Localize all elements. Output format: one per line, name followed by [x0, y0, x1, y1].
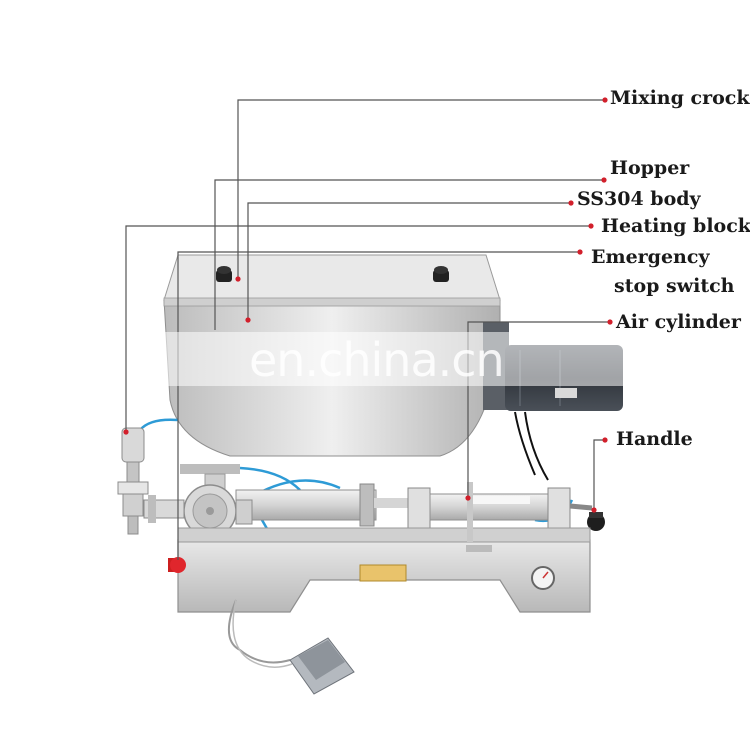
watermark-band: [160, 332, 630, 386]
nameplate: [359, 564, 407, 582]
machine-base: [177, 482, 591, 613]
watermark-text: en.china.cn: [249, 333, 505, 387]
label-hopper: Hopper: [610, 157, 690, 179]
foot-pedal: [228, 599, 355, 695]
label-ss304-body: SS304 body: [577, 188, 701, 210]
cylinder-assembly: [180, 464, 605, 538]
emergency-stop-button: [168, 557, 186, 573]
label-mixing-crock: Mixing crock: [610, 87, 750, 109]
label-heating-block: Heating block: [601, 215, 750, 237]
leader-dots: [123, 97, 613, 513]
label-handle: Handle: [616, 428, 693, 450]
nozzle: [117, 427, 185, 535]
label-emergency: Emergency: [591, 246, 710, 268]
label-air-cylinder: Air cylinder: [616, 311, 741, 333]
label-stop-switch: stop switch: [614, 275, 735, 297]
leader-lines: [125, 99, 610, 560]
hopper-lid-knob: [216, 266, 449, 282]
